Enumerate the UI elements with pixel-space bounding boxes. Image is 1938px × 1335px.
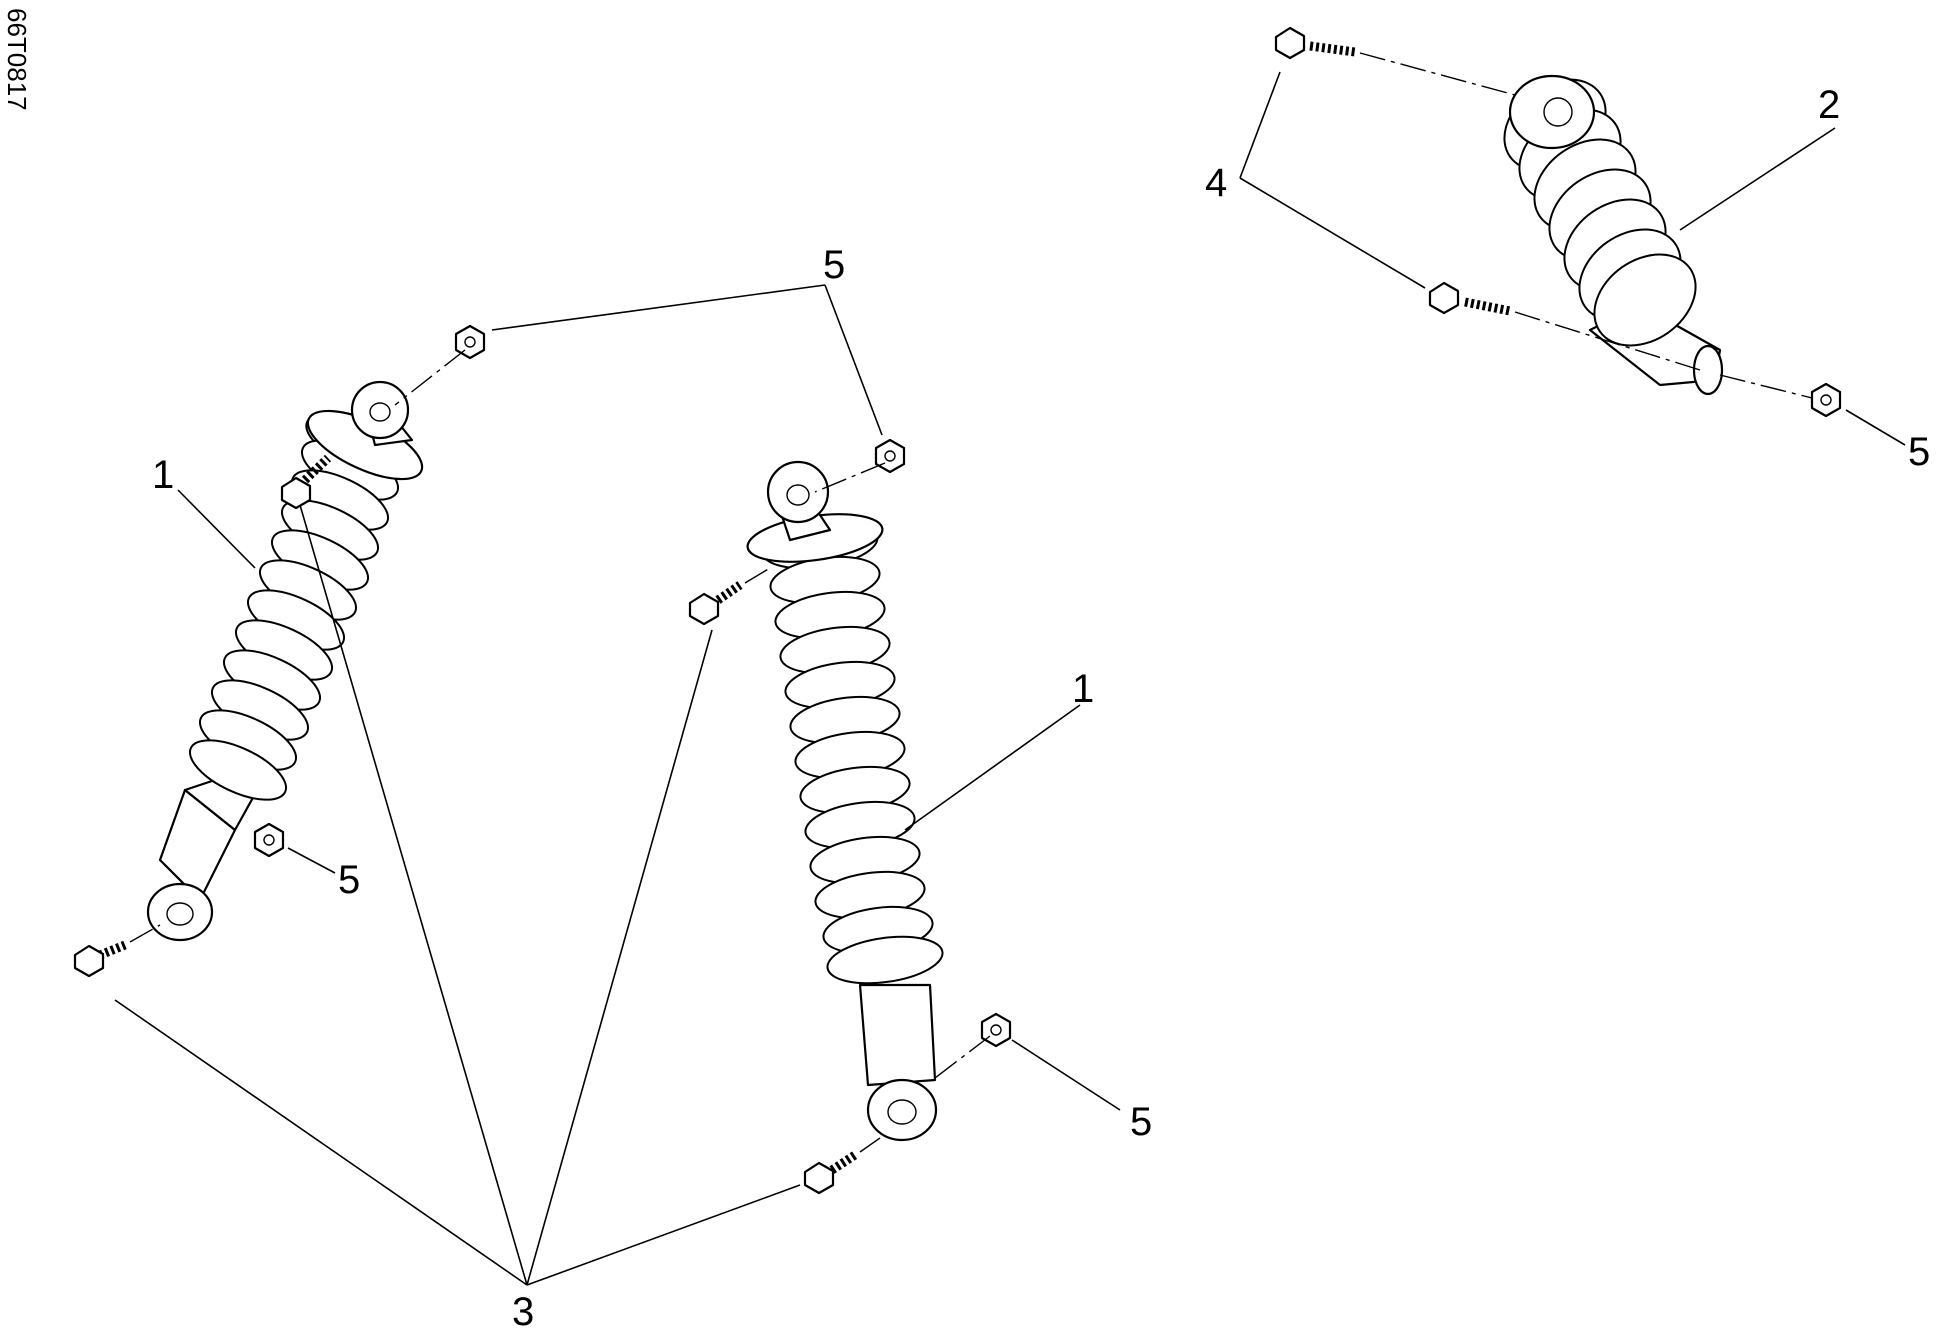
callout-front-right-shock: 1 (1072, 667, 1094, 711)
nut-rear (1810, 382, 1842, 418)
front-left-coil-spring (188, 413, 409, 801)
nut-front-right-lower (980, 1012, 1012, 1048)
front-right-coil-spring (761, 520, 944, 985)
nut-front-left-lower (253, 822, 285, 858)
bolt-rear-upper (1274, 26, 1356, 60)
callout-nut-upper-left: 5 (823, 243, 845, 287)
bolt-front-left-upper (280, 454, 332, 510)
callout-rear-shock: 2 (1818, 83, 1840, 127)
drawing-reference: 66T0817 (2, 8, 32, 111)
assembly-axes (129, 52, 1813, 1153)
bolt-front-right-lower (803, 1151, 858, 1195)
front-left-shock (146, 380, 424, 942)
front-right-shock (746, 460, 944, 1142)
callout-bolts-front: 3 (512, 1290, 534, 1334)
bolt-front-right-upper (688, 581, 743, 626)
nut-front-left-upper (454, 324, 486, 360)
callout-nut-rear: 5 (1908, 430, 1930, 474)
callout-front-left-shock: 1 (152, 453, 174, 497)
nut-front-right-upper (874, 438, 906, 474)
leader-lines (114, 71, 1906, 1286)
bolt-front-left-lower (73, 940, 127, 978)
callout-nut-lower-right: 5 (1130, 1100, 1152, 1144)
callout-bolts-rear: 4 (1205, 161, 1227, 205)
rear-shock (1503, 74, 1724, 396)
bolt-rear-lower (1428, 281, 1511, 316)
callout-nut-lower-left: 5 (338, 858, 360, 902)
